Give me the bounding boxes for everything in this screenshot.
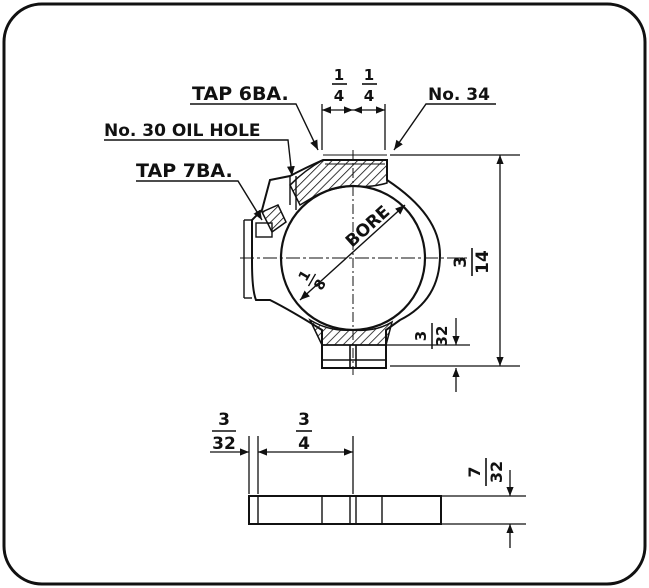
dim-side-length: 3 4 <box>296 410 312 454</box>
top-dimensions <box>321 104 386 150</box>
svg-text:4: 4 <box>364 87 374 105</box>
body-outline <box>251 159 442 369</box>
dim-side-left: 3 32 <box>212 410 236 454</box>
side-view <box>248 495 442 525</box>
svg-text:7: 7 <box>465 466 484 477</box>
svg-text:3: 3 <box>451 256 471 268</box>
right-dimensions <box>386 154 520 392</box>
dim-top-right: 1 4 <box>362 66 377 105</box>
label-tap-7ba: TAP 7BA. <box>136 160 233 182</box>
svg-text:14: 14 <box>473 250 493 274</box>
svg-text:1: 1 <box>364 66 374 84</box>
svg-text:32: 32 <box>487 461 506 483</box>
svg-text:3: 3 <box>218 410 230 430</box>
svg-text:1: 1 <box>334 66 344 84</box>
dim-overall-height: 3 14 <box>451 248 493 276</box>
leader-lines <box>104 103 496 221</box>
dim-bore-dia: 1 8 <box>296 268 330 293</box>
dim-foot-height: 3 32 <box>412 323 451 349</box>
bottom-foot <box>322 344 386 369</box>
svg-text:32: 32 <box>433 326 451 347</box>
svg-text:8: 8 <box>311 277 330 293</box>
label-no-34: No. 34 <box>428 85 490 105</box>
left-tap-details <box>243 176 297 299</box>
bore-dimension-line <box>299 204 406 301</box>
label-bore: BORE <box>342 202 394 252</box>
svg-text:3: 3 <box>298 410 310 430</box>
dim-side-thickness: 7 32 <box>465 458 506 486</box>
svg-text:3: 3 <box>412 331 430 341</box>
side-dimensions <box>210 436 526 548</box>
label-oil-hole: No. 30 OIL HOLE <box>104 121 261 141</box>
hatched-sections <box>260 159 394 346</box>
svg-text:4: 4 <box>334 87 344 105</box>
svg-text:4: 4 <box>298 434 310 454</box>
dim-top-left: 1 4 <box>332 66 347 105</box>
svg-text:32: 32 <box>212 434 236 454</box>
label-tap-6ba: TAP 6BA. <box>192 83 289 105</box>
